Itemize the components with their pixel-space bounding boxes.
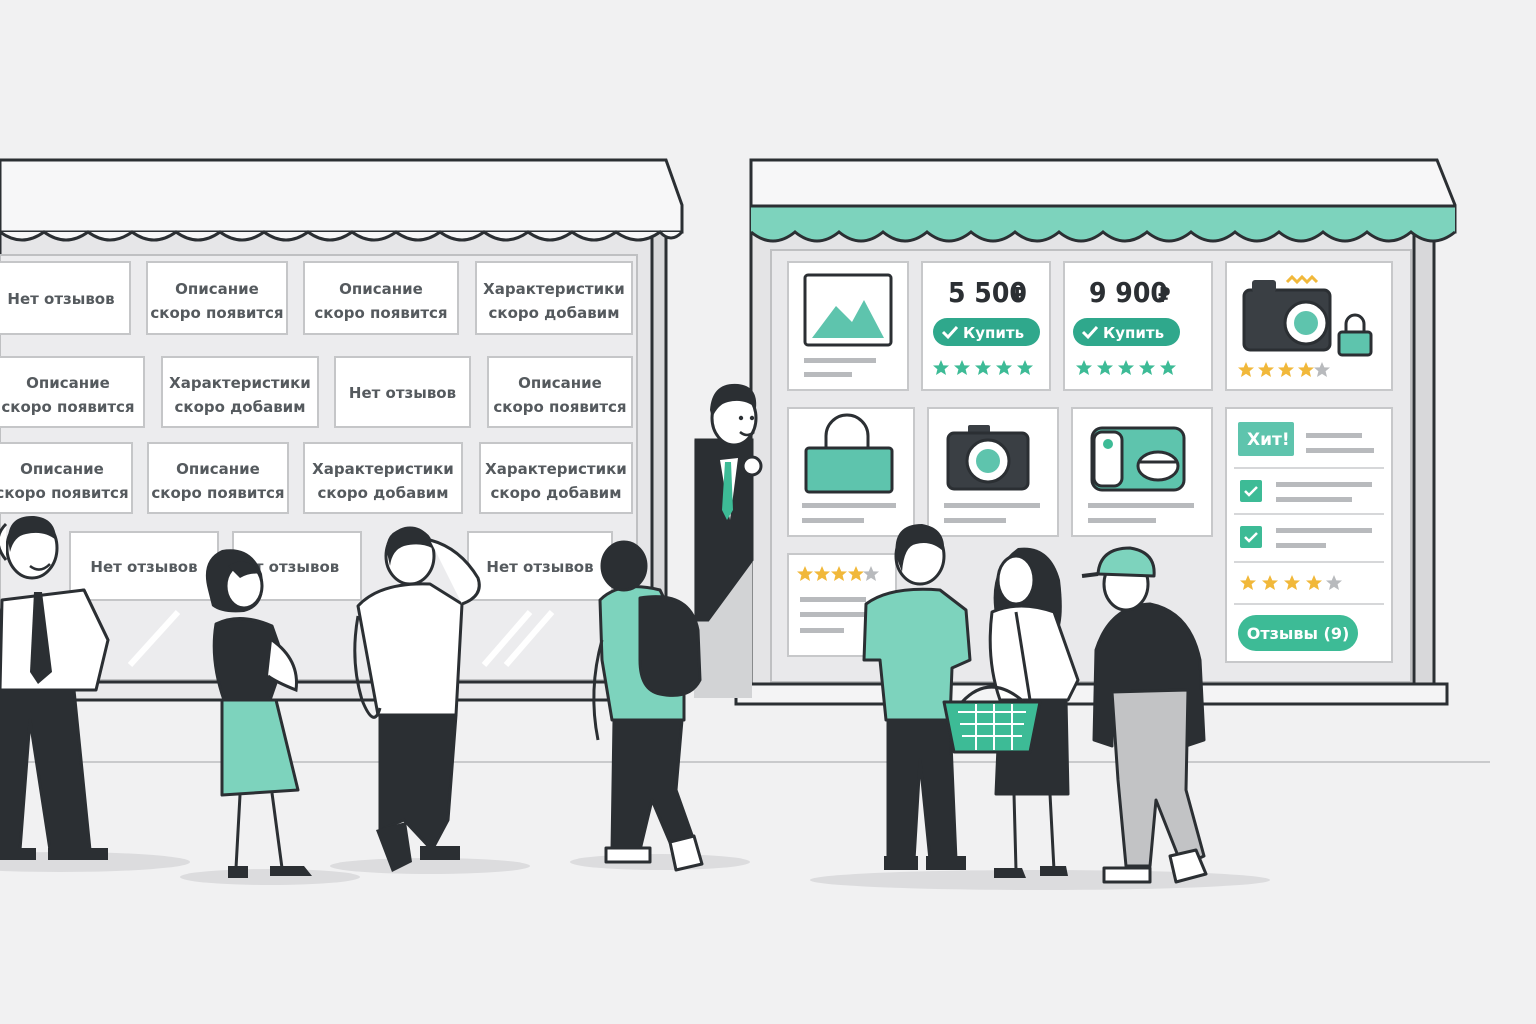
shopper-woman-left — [205, 549, 312, 878]
shopper-man-tie — [0, 515, 110, 860]
shopper-man-green — [862, 524, 972, 870]
image-placeholder-icon — [803, 273, 893, 347]
svg-text:Купить: Купить — [963, 324, 1024, 342]
shopper-man-confused — [353, 526, 481, 872]
price-2: 9 900 — [1089, 276, 1168, 309]
placeholder-card-line1: Характеристики — [169, 374, 311, 392]
placeholder-card-line2: скоро добавим — [318, 484, 449, 502]
right-store: 5 500 ₽ Купить 9 900 ₽ Купить — [734, 158, 1457, 706]
placeholder-card-line1: Нет отзывов — [486, 558, 593, 576]
shopper-man-cap — [1081, 546, 1208, 884]
placeholder-card-line2: скоро появится — [493, 398, 626, 416]
placeholder-card-line2: скоро появится — [150, 304, 283, 322]
placeholder-card-line2: скоро добавим — [175, 398, 306, 416]
svg-text:Купить: Купить — [1103, 324, 1164, 342]
bag-icon — [804, 413, 894, 494]
placeholder-card-line1: Описание — [176, 460, 260, 478]
shopping-basket-icon — [942, 685, 1042, 754]
placeholder-card: Описание скоро появится — [147, 442, 289, 514]
placeholder-card: Описание скоро появится — [487, 356, 633, 428]
price-1: 5 500 — [948, 276, 1027, 309]
check-icon — [1081, 325, 1099, 340]
placeholder-card: Описание скоро появится — [0, 356, 145, 428]
placeholder-card: Характеристики скоро добавим — [303, 442, 463, 514]
salesman-figure — [694, 383, 763, 698]
placeholder-card-line1: Нет отзывов — [90, 558, 197, 576]
product-card-camera-lock[interactable] — [1225, 261, 1393, 391]
product-card-camera[interactable] — [927, 407, 1059, 537]
product-card-price-1[interactable]: 5 500 ₽ Купить — [921, 261, 1051, 391]
camera-icon — [1242, 280, 1332, 352]
lock-icon — [1337, 313, 1373, 357]
placeholder-card: Нет отзывов — [334, 356, 471, 428]
product-card-details[interactable]: Хит! Отзывы (9) — [1225, 407, 1393, 663]
reviews-button[interactable]: Отзывы (9) — [1238, 615, 1358, 651]
placeholder-card-line1: Нет отзывов — [349, 384, 456, 402]
placeholder-card-line2: скоро появится — [314, 304, 447, 322]
placeholder-card-line2: скоро появится — [0, 484, 129, 502]
product-card-price-2[interactable]: 9 900 ₽ Купить — [1063, 261, 1213, 391]
shopper-man-backpack — [592, 540, 704, 872]
placeholder-card-line1: Характеристики — [312, 460, 454, 478]
svg-text:Отзывы (9): Отзывы (9) — [1247, 624, 1350, 643]
placeholder-card: Нет отзывов — [0, 261, 131, 335]
placeholder-card: Характеристики скоро добавим — [479, 442, 633, 514]
buy-button-1[interactable]: Купить — [933, 318, 1040, 346]
placeholder-card-line2: скоро добавим — [489, 304, 620, 322]
placeholder-card-line2: скоро появится — [1, 398, 134, 416]
placeholder-card-line2: скоро появится — [151, 484, 284, 502]
placeholder-card: Описание скоро появится — [0, 442, 133, 514]
camera-icon — [946, 425, 1030, 491]
product-card-device[interactable] — [1071, 407, 1213, 537]
product-card-image[interactable] — [787, 261, 909, 391]
placeholder-card: Характеристики скоро добавим — [475, 261, 633, 335]
checkbox-checked-icon[interactable] — [1240, 526, 1262, 548]
placeholder-card: Нет отзывов — [467, 531, 613, 601]
placeholder-card-line1: Описание — [20, 460, 104, 478]
placeholder-card: Описание скоро появится — [146, 261, 288, 335]
ground — [0, 761, 1490, 890]
placeholder-card: Описание скоро появится — [303, 261, 459, 335]
placeholder-card-line1: Описание — [26, 374, 110, 392]
currency-2: ₽ — [1158, 283, 1171, 307]
placeholder-card-line1: Описание — [518, 374, 602, 392]
shopper-woman-basket — [942, 547, 1080, 878]
placeholder-card: Нет отзывов — [69, 531, 219, 601]
placeholder-card-line1: Характеристики — [483, 280, 625, 298]
product-card-bag[interactable] — [787, 407, 915, 537]
currency-1: ₽ — [1013, 283, 1026, 307]
checkbox-checked-icon[interactable] — [1240, 480, 1262, 502]
placeholder-card-line1: т отзывов — [255, 558, 340, 576]
device-icon — [1090, 426, 1186, 492]
hit-badge-label: Хит! — [1247, 430, 1290, 450]
check-icon — [941, 325, 959, 340]
placeholder-card-line1: Описание — [175, 280, 259, 298]
placeholder-card-line1: Описание — [339, 280, 423, 298]
placeholder-card-line1: Характеристики — [485, 460, 627, 478]
hit-badge — [1238, 422, 1294, 456]
placeholder-card-line1: Нет отзывов — [7, 290, 114, 308]
buy-button-2[interactable]: Купить — [1073, 318, 1180, 346]
placeholder-card-line2: скоро добавим — [491, 484, 622, 502]
placeholder-card: Характеристики скоро добавим — [161, 356, 319, 428]
